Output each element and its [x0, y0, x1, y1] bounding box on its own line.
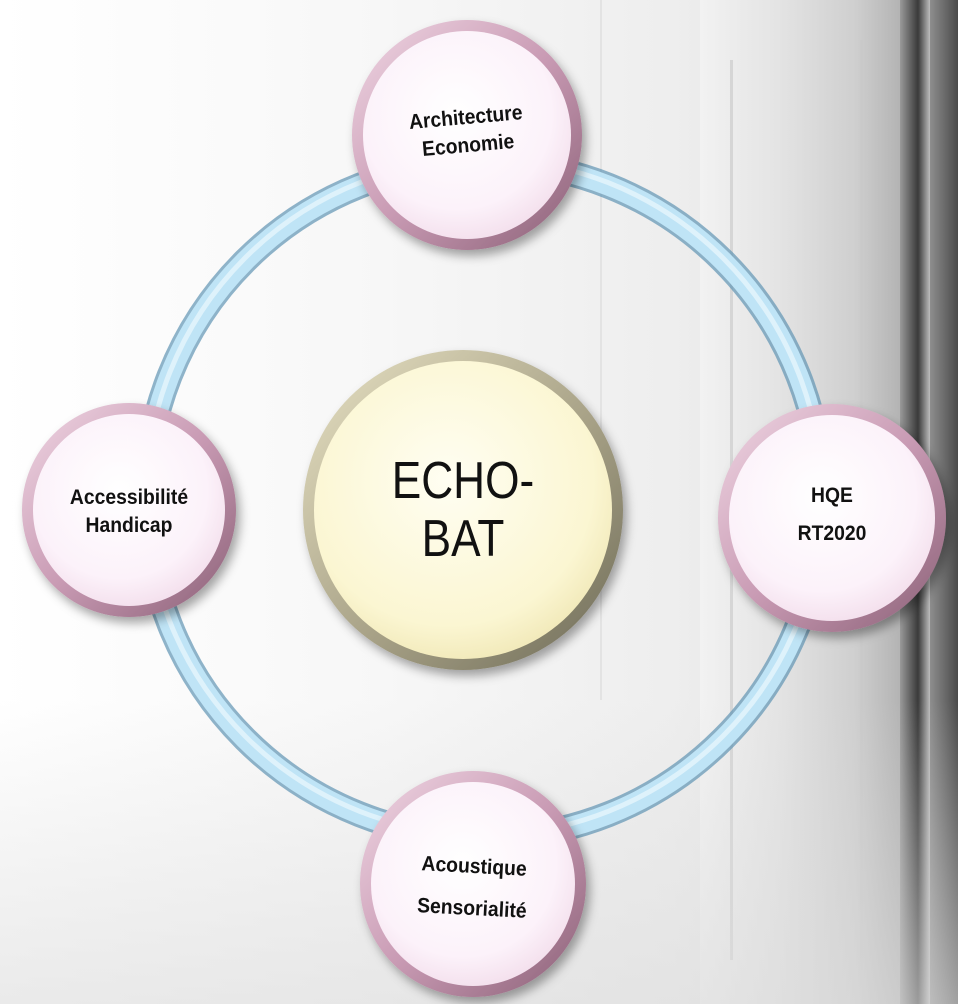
node-acoustique-line1: Acoustique	[420, 852, 528, 881]
node-accessibilite-label: Accessibilité Handicap	[42, 480, 217, 544]
center-label-line2: BAT	[421, 510, 505, 568]
center-label-line1: ECHO-	[391, 452, 535, 510]
node-hqe-line2: RT2020	[797, 522, 867, 545]
node-accessibilite-circle	[22, 403, 236, 617]
node-accessibilite-line1: Accessibilité	[69, 486, 189, 509]
center-label: ECHO- BAT	[336, 440, 591, 580]
panel-line	[600, 0, 602, 700]
center-node	[303, 350, 623, 670]
node-acoustique-line2: Sensorialité	[416, 894, 528, 923]
node-architecture-circle	[352, 20, 582, 250]
node-hqe-circle	[718, 404, 946, 632]
node-acoustique-label: Acoustique Sensorialité	[379, 843, 567, 933]
node-hqe-label: HQE RT2020	[745, 475, 920, 555]
node-accessibilite-line2: Handicap	[85, 514, 173, 537]
node-acoustique-circle	[360, 771, 586, 997]
node-hqe-line1: HQE	[811, 484, 853, 507]
